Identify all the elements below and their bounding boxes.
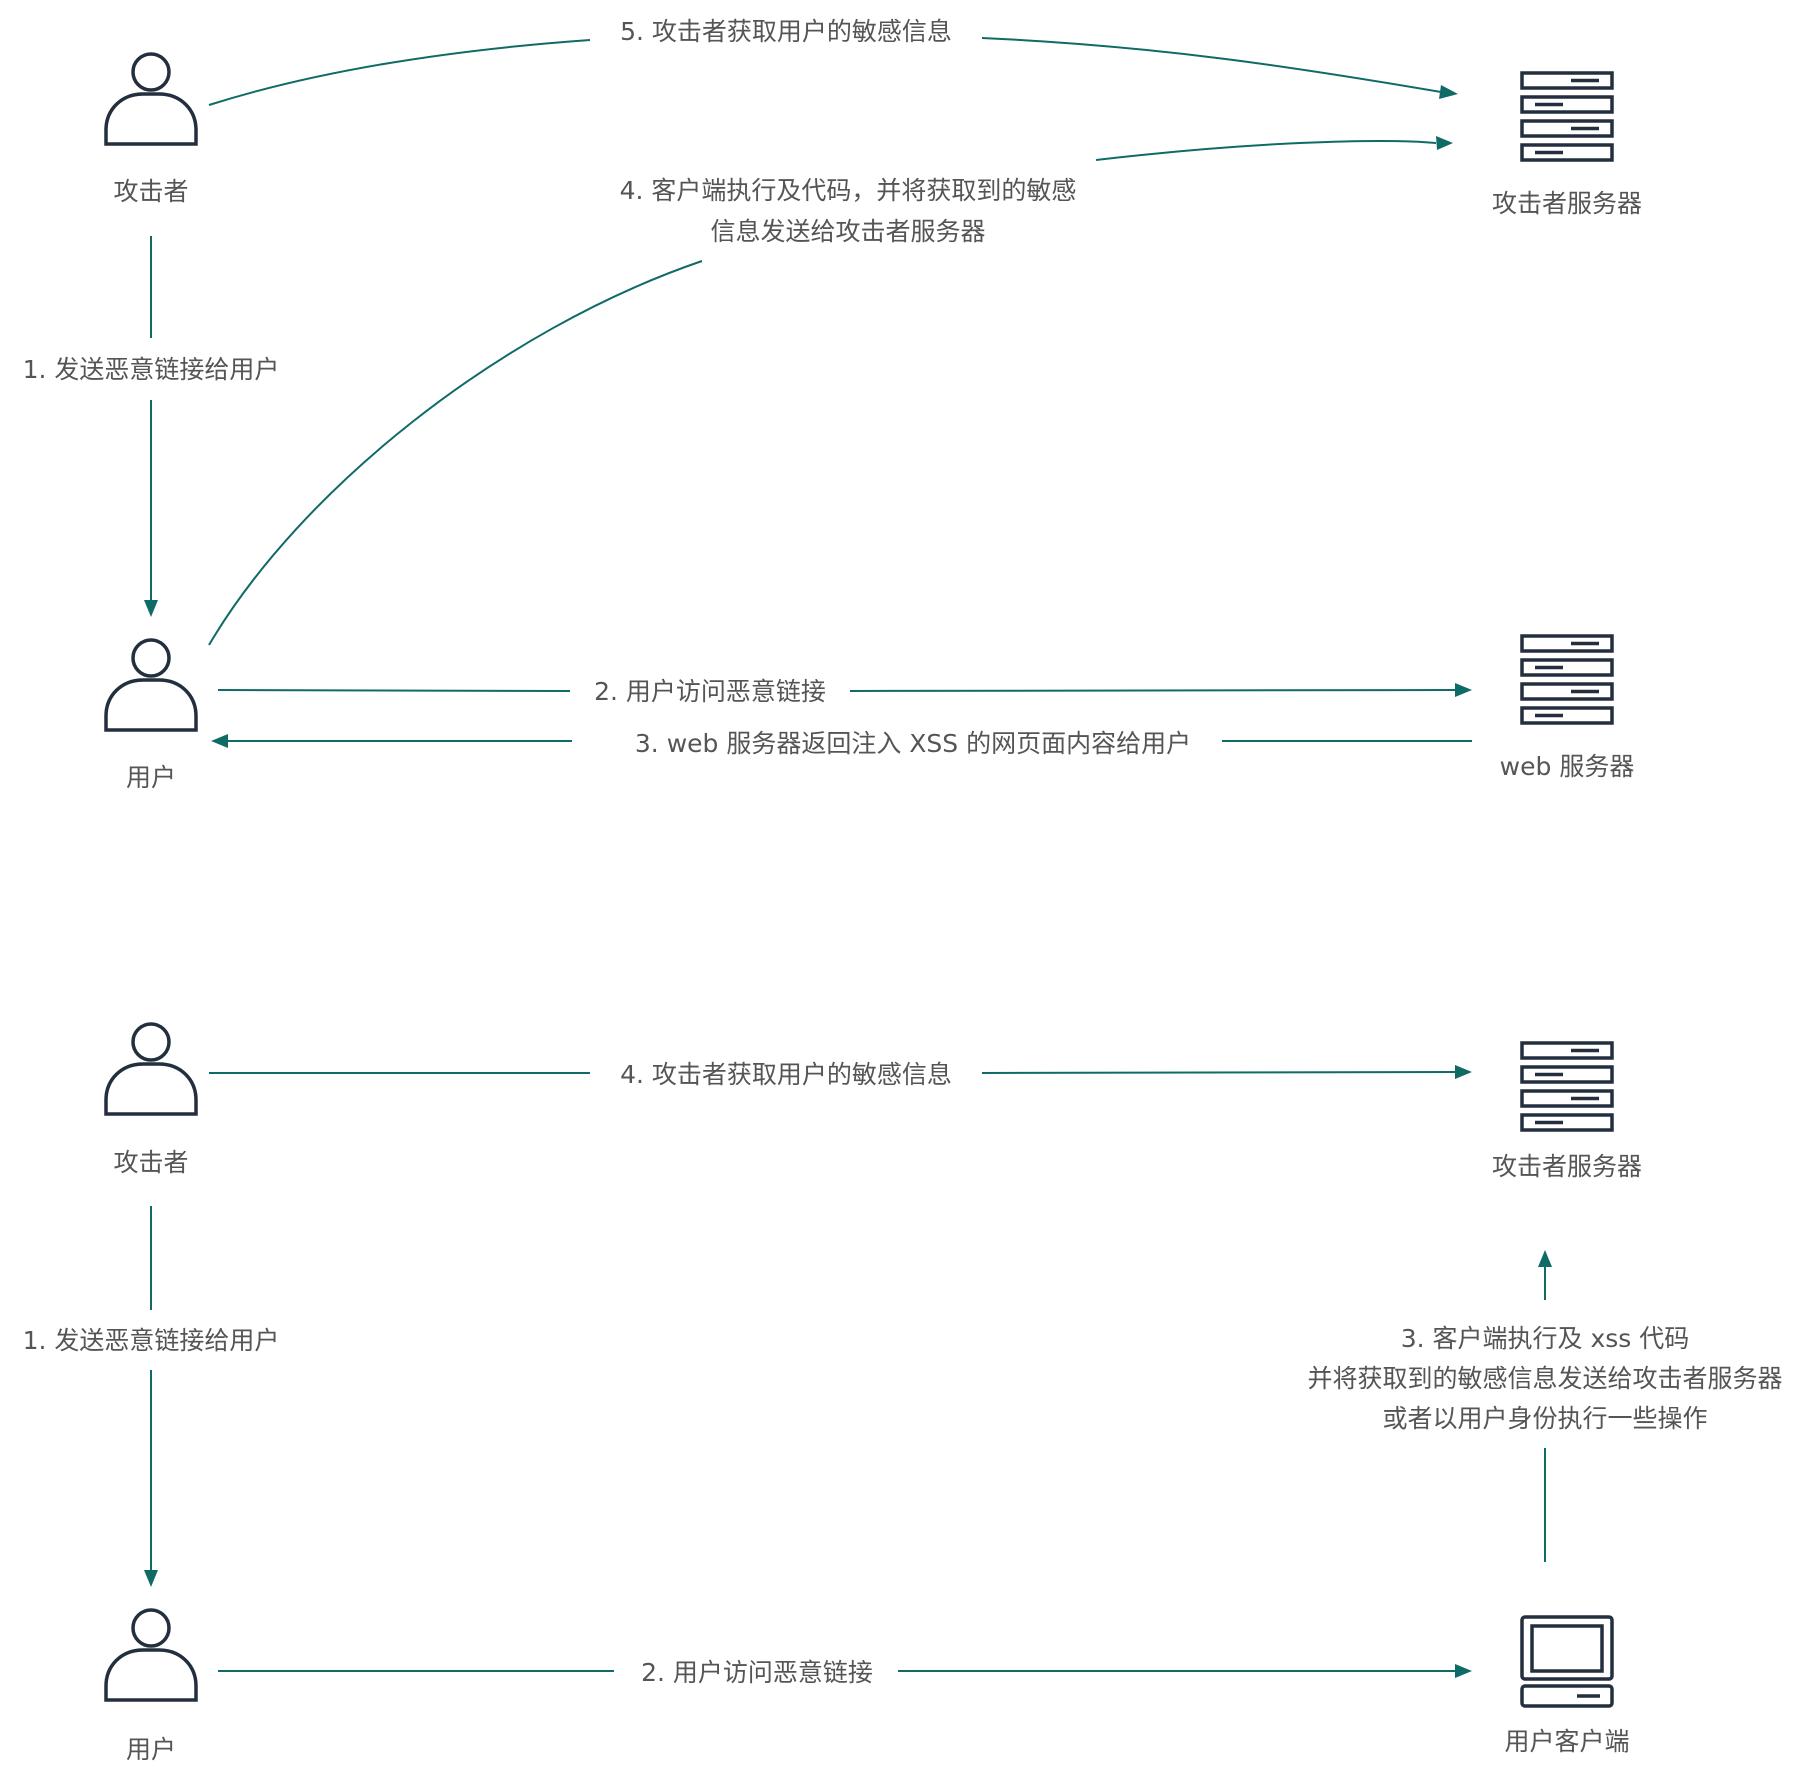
- attacker-node: 攻击者: [104, 1022, 198, 1177]
- step4-label: 4. 攻击者获取用户的敏感信息: [620, 1060, 952, 1089]
- edge-step1: 1. 发送恶意链接给用户: [23, 1206, 280, 1587]
- computer-icon: [1520, 1615, 1614, 1708]
- edge-step4: 4. 客户端执行及代码，并将获取到的敏感 信息发送给攻击者服务器: [208, 136, 1453, 646]
- diagram-1: 攻击者 用户 攻击者服务器 web 服务器 1. 发送恶意链接给用户 2. 用户…: [23, 17, 1642, 792]
- client-node: 用户客户端: [1504, 1615, 1630, 1756]
- step3-label-line3: 或者以用户身份执行一些操作: [1382, 1404, 1707, 1433]
- person-icon: [104, 52, 198, 146]
- attacker-server-label: 攻击者服务器: [1492, 189, 1642, 218]
- step1-label: 1. 发送恶意链接给用户: [23, 355, 280, 384]
- person-icon: [104, 638, 198, 732]
- step2-label: 2. 用户访问恶意链接: [641, 1658, 873, 1687]
- attacker-label: 攻击者: [113, 1148, 188, 1177]
- step5-label: 5. 攻击者获取用户的敏感信息: [620, 17, 952, 46]
- step3-label: 3. web 服务器返回注入 XSS 的网页面内容给用户: [635, 729, 1191, 758]
- attacker-server-label: 攻击者服务器: [1492, 1152, 1642, 1181]
- user-label: 用户: [126, 763, 176, 792]
- attacker-server-node: 攻击者服务器: [1492, 71, 1642, 218]
- user-node: 用户: [104, 1608, 198, 1764]
- edge-step1: 1. 发送恶意链接给用户: [23, 236, 280, 617]
- step3-label-line1: 3. 客户端执行及 xss 代码: [1401, 1324, 1690, 1353]
- edge-step5: 5. 攻击者获取用户的敏感信息: [208, 17, 1458, 106]
- edge-step4: 4. 攻击者获取用户的敏感信息: [209, 1060, 1472, 1089]
- person-icon: [104, 1022, 198, 1116]
- web-server-label: web 服务器: [1500, 752, 1635, 781]
- attacker-server-node: 攻击者服务器: [1492, 1041, 1642, 1181]
- step4-label-line2: 信息发送给攻击者服务器: [710, 217, 985, 246]
- attacker-node: 攻击者: [104, 52, 198, 206]
- server-icon: [1520, 634, 1614, 725]
- step2-label: 2. 用户访问恶意链接: [594, 677, 826, 706]
- edge-step3: 3. 客户端执行及 xss 代码 并将获取到的敏感信息发送给攻击者服务器 或者以…: [1307, 1250, 1783, 1562]
- person-icon: [104, 1608, 198, 1702]
- user-node: 用户: [104, 638, 198, 792]
- edge-step2: 2. 用户访问恶意链接: [218, 1658, 1472, 1687]
- client-label: 用户客户端: [1504, 1727, 1629, 1756]
- web-server-node: web 服务器: [1500, 634, 1635, 781]
- step3-label-line2: 并将获取到的敏感信息发送给攻击者服务器: [1307, 1364, 1782, 1393]
- step1-label: 1. 发送恶意链接给用户: [23, 1326, 280, 1355]
- attacker-label: 攻击者: [113, 177, 188, 206]
- edge-step2: 2. 用户访问恶意链接: [217, 677, 1472, 706]
- user-label: 用户: [126, 1735, 176, 1764]
- server-icon: [1520, 71, 1614, 162]
- diagram-2: 攻击者 用户 攻击者服务器 用户客户端 1. 发送恶意链接给用户 2. 用户访问…: [23, 1022, 1783, 1764]
- server-icon: [1520, 1041, 1614, 1132]
- step4-label-line1: 4. 客户端执行及代码，并将获取到的敏感: [620, 176, 1077, 205]
- edge-step3: 3. web 服务器返回注入 XSS 的网页面内容给用户: [211, 729, 1472, 758]
